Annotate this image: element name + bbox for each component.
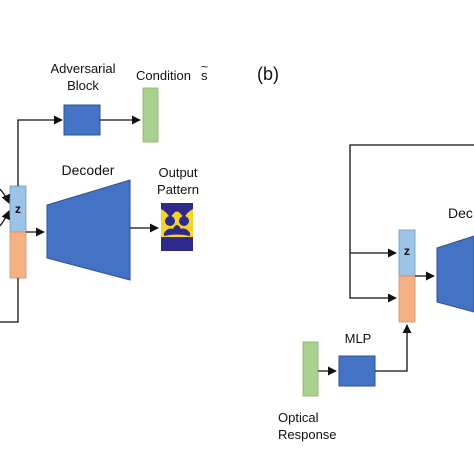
adversarial-block [63, 104, 101, 136]
condition-bar [142, 87, 159, 143]
output-label-line2: Pattern [157, 182, 199, 197]
arrow-latent-to-adversarial [17, 115, 63, 186]
feedback-loop-line [349, 144, 474, 303]
input-arrow-upper [0, 188, 10, 204]
mlp-block [338, 355, 376, 387]
line-latent-bottom [0, 278, 19, 323]
output-pattern-image [161, 203, 193, 251]
panel-b: (b) z Dec MLP Optical Response [257, 64, 474, 442]
condition-symbol: s [201, 68, 208, 83]
optical-label-line1: Optical [278, 410, 319, 425]
decoder-block [46, 179, 131, 281]
condition-label: Condition [136, 68, 191, 83]
adversarial-label-line2: Block [67, 78, 99, 93]
latent-z-label-b: z [404, 244, 410, 258]
arrow-mlp-to-latent [375, 324, 412, 372]
output-label-line1: Output [158, 165, 197, 180]
condition-accent: ~ [201, 60, 208, 74]
latent-z-label: z [15, 202, 21, 216]
latent-condition-segment [9, 231, 27, 279]
panel-b-letter: (b) [257, 64, 279, 84]
latent-condition-segment-b [398, 275, 416, 323]
decoder-block-b [436, 235, 474, 313]
optical-label-line2: Response [278, 427, 337, 442]
adversarial-label-line1: Adversarial [50, 61, 115, 76]
panel-a: z Adversarial Block Condition s ~ Decode… [0, 60, 208, 323]
decoder-label-b: Dec [448, 205, 473, 221]
input-arrow-lower [0, 210, 10, 227]
optical-response-bar [302, 341, 319, 397]
mlp-label: MLP [345, 331, 372, 346]
decoder-label: Decoder [62, 162, 115, 178]
